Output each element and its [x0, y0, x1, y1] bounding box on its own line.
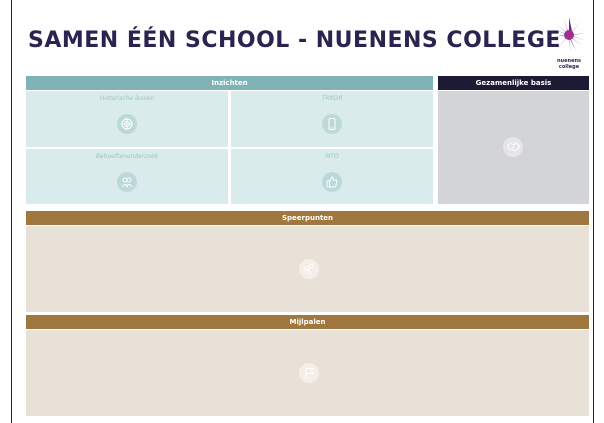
cell-label: MTO [325, 153, 339, 160]
telescope-icon [299, 259, 319, 279]
cell-label: Historische lessen [99, 95, 155, 102]
slide-border-right [593, 0, 594, 423]
inzichten-cell-mto: MTO [231, 149, 433, 204]
phone-icon [322, 114, 342, 134]
school-logo: nuenens college [549, 13, 589, 70]
inzichten-cell-trndr: TRNDR [231, 91, 433, 147]
gezamenlijke-basis-panel [438, 91, 589, 204]
inzichten-cell-historische-lessen: Historische lessen [26, 91, 228, 147]
gezamenlijke-basis-header: Gezamenlijke basis [438, 76, 589, 90]
handshake-icon [503, 137, 523, 157]
page-title: SAMEN ÉÉN SCHOOL - NUENENS COLLEGE [28, 28, 561, 53]
mijlpalen-header: Mijlpalen [26, 315, 589, 329]
speerpunten-header: Speerpunten [26, 211, 589, 225]
speerpunten-panel [26, 226, 589, 312]
logo-burst-icon [551, 17, 587, 53]
cell-label: TRNDR [321, 95, 343, 102]
thumbs-up-icon [322, 172, 342, 192]
cell-label: Behoeftenonderzoek [95, 153, 159, 160]
flag-icon [299, 363, 319, 383]
target-icon [117, 114, 137, 134]
people-icon [117, 172, 137, 192]
inzichten-header: Inzichten [26, 76, 433, 90]
logo-text: nuenens college [557, 58, 581, 70]
slide-border-left [11, 0, 12, 423]
mijlpalen-panel [26, 330, 589, 416]
inzichten-cell-behoeftenonderzoek: Behoeftenonderzoek [26, 149, 228, 204]
